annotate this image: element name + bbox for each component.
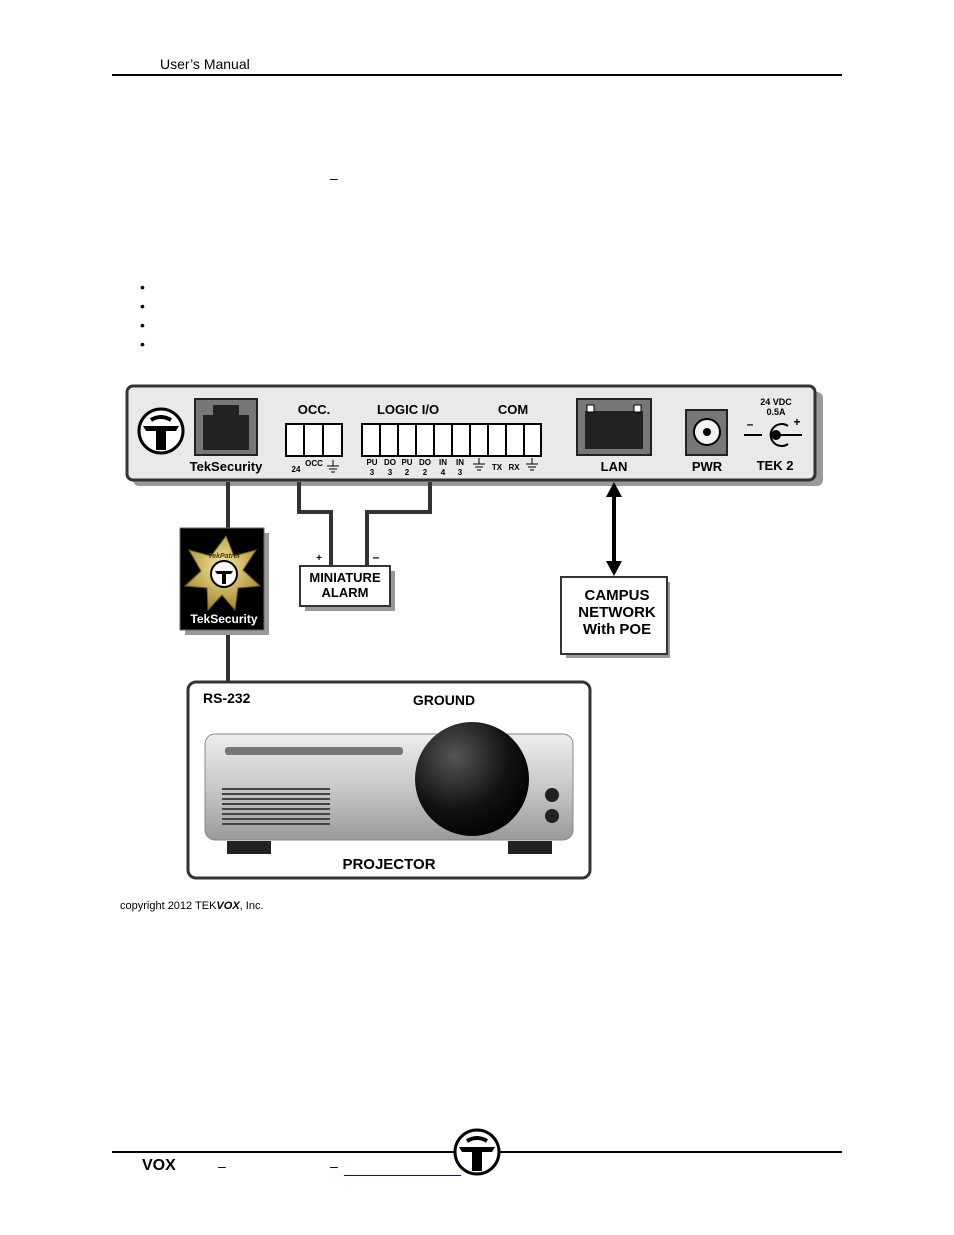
device-panel: TekSecurity OCC. 24 OCC LOGIC I/O COM bbox=[125, 384, 823, 486]
teksecurity-badge: TekPatrol TekSecurity bbox=[179, 527, 269, 635]
alarm-minus: – bbox=[373, 550, 380, 564]
occ-terminal-block bbox=[285, 423, 343, 457]
com-pin-tx: TX bbox=[492, 463, 503, 472]
power-spec-current: 0.5A bbox=[766, 407, 786, 417]
header-title: User’s Manual bbox=[160, 56, 250, 72]
logic-pin-label: DO bbox=[384, 458, 396, 467]
pwr-label: PWR bbox=[692, 459, 723, 474]
logic-pin-label: IN bbox=[456, 458, 464, 467]
logic-pin-label: PU bbox=[401, 458, 412, 467]
lan-label: LAN bbox=[601, 459, 628, 474]
badge-label: TekSecurity bbox=[190, 612, 257, 626]
footer-brand: VOX bbox=[142, 1157, 176, 1174]
sheriff-star-icon: TekPatrol bbox=[183, 534, 262, 612]
footer-link-underline[interactable] bbox=[344, 1175, 461, 1176]
teksecurity-port-icon bbox=[194, 398, 258, 456]
ground-label: GROUND bbox=[413, 692, 475, 708]
logic-pin-number: 3 bbox=[370, 468, 375, 477]
com-pin-rx: RX bbox=[508, 463, 520, 472]
footer-dash: – bbox=[330, 1158, 338, 1174]
wiring-diagram: TekSecurity OCC. 24 OCC LOGIC I/O COM bbox=[125, 384, 823, 880]
logic-pin-label: PU bbox=[366, 458, 377, 467]
logic-pin-number: 3 bbox=[388, 468, 393, 477]
wiring bbox=[226, 482, 432, 682]
rs232-label: RS-232 bbox=[203, 690, 251, 706]
network-label-line1: CAMPUS bbox=[584, 587, 649, 604]
logic-pin-number: 4 bbox=[441, 468, 446, 477]
badge-top-text: TekPatrol bbox=[208, 553, 241, 560]
footer-dash: – bbox=[218, 1158, 226, 1174]
network-arrow bbox=[606, 482, 622, 576]
power-spec-voltage: 24 VDC bbox=[760, 397, 792, 407]
logic-io-header: LOGIC I/O bbox=[377, 402, 439, 417]
network-label-line2: NETWORK bbox=[578, 604, 656, 621]
teksecurity-port-label: TekSecurity bbox=[190, 459, 264, 474]
logic-pin-label: IN bbox=[439, 458, 447, 467]
campus-network: CAMPUS NETWORK With POE bbox=[560, 576, 670, 658]
logic-pin-label: DO bbox=[419, 458, 431, 467]
polarity-plus: + bbox=[793, 415, 800, 429]
projector-icon bbox=[204, 722, 574, 854]
alarm-label-line1: MINIATURE bbox=[309, 570, 381, 585]
occ-pin-24: 24 bbox=[292, 465, 301, 474]
ground-icon bbox=[327, 460, 339, 473]
alarm-plus: + bbox=[316, 553, 322, 564]
occ-pin-occ: OCC bbox=[305, 459, 323, 468]
tekvox-logo-icon bbox=[137, 407, 185, 455]
logic-pin-number: 3 bbox=[458, 468, 463, 477]
polarity-minus: – bbox=[747, 417, 754, 431]
header-rule bbox=[112, 74, 842, 76]
ground-icon bbox=[526, 458, 538, 471]
ground-icon bbox=[473, 458, 485, 471]
model-label: TEK 2 bbox=[757, 458, 794, 473]
com-header: COM bbox=[498, 402, 528, 417]
polarity-symbol-icon bbox=[744, 423, 802, 447]
footer-logo-icon bbox=[453, 1128, 501, 1176]
projector-box: RS-232 GROUND PROJECTOR bbox=[186, 680, 592, 880]
projector-label: PROJECTOR bbox=[342, 856, 435, 873]
body-dash: – bbox=[330, 170, 338, 186]
copyright-note: copyright 2012 TEKVOX, Inc. bbox=[120, 900, 264, 912]
alarm-label-line2: ALARM bbox=[322, 585, 369, 600]
network-label-line3: With POE bbox=[583, 621, 651, 638]
lan-port-icon bbox=[576, 398, 652, 456]
logic-pin-number: 2 bbox=[405, 468, 410, 477]
logic-pin-number: 2 bbox=[423, 468, 428, 477]
miniature-alarm: + – MINIATURE ALARM bbox=[299, 550, 395, 611]
occ-header: OCC. bbox=[298, 402, 331, 417]
power-jack-icon bbox=[685, 409, 728, 456]
logic-com-terminal-block bbox=[361, 423, 542, 457]
